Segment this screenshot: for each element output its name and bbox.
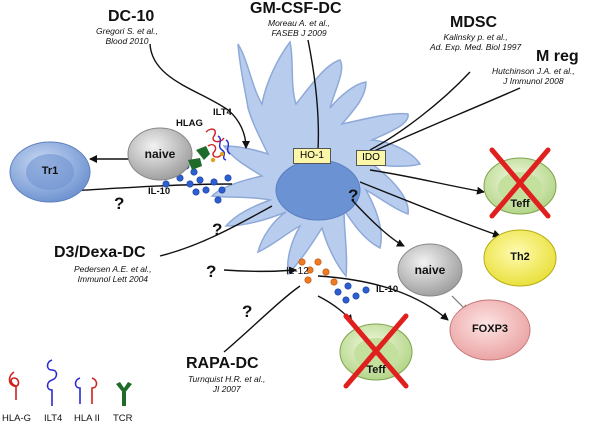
legend-hlag-label: HLA-G <box>2 413 31 424</box>
legend-ilt4-icon <box>48 360 57 406</box>
teff-bottom-label: Teff <box>356 364 396 376</box>
gmcsf-cite: Moreau A. et al.,FASEB J 2009 <box>268 18 330 38</box>
rapa-cite-line1: Turnquist H.R. et al., <box>188 374 265 384</box>
legend-hla2-label: HLA II <box>74 413 100 424</box>
naive-right-label: naive <box>406 263 454 277</box>
d3dexa-cite: Pedersen A.E. et al.,Immunol Lett 2004 <box>74 264 152 284</box>
mdsc-title: MDSC <box>450 14 497 32</box>
tr1-label: Tr1 <box>30 165 70 177</box>
il10-left-label: IL-10 <box>148 186 170 197</box>
il12-label: IL-12 <box>286 266 309 277</box>
th2-label: Th2 <box>500 251 540 263</box>
il10-right-label: IL-10 <box>376 284 398 295</box>
question-mark-5: ? <box>242 302 252 322</box>
naive-left-label: naive <box>136 147 184 161</box>
question-mark-4: ? <box>206 262 216 282</box>
arrow-rapa <box>224 286 300 352</box>
arrow-mdsc <box>370 72 470 150</box>
mreg-cite: Hutchinson J.A. et al.,J Immunol 2008 <box>492 66 575 86</box>
d3dexa-cite-line1: Pedersen A.E. et al., <box>74 264 152 274</box>
dc10-cite-line1: Gregori S. et al., <box>96 26 158 36</box>
question-mark-2: ? <box>212 220 222 240</box>
legend-ilt4-label: ILT4 <box>44 413 62 424</box>
d3dexa-cite-line2: Immunol Lett 2004 <box>78 274 148 284</box>
mdsc-cite-line1: Kalinsky p. et al., <box>443 32 507 42</box>
rapa-cite-line2: JI 2007 <box>213 384 241 394</box>
synapse-receptors <box>188 129 230 170</box>
mreg-title: M reg <box>536 48 579 66</box>
gmcsf-cite-line2: FASEB J 2009 <box>271 28 326 38</box>
gmcsf-cite-line1: Moreau A. et al., <box>268 18 330 28</box>
dc10-cite-line2: Blood 2010 <box>105 36 148 46</box>
question-mark-1: ? <box>114 194 124 214</box>
gmcsf-title: GM-CSF-DC <box>250 0 342 18</box>
dc10-cite: Gregori S. et al.,Blood 2010 <box>96 26 158 46</box>
mreg-cite-line1: Hutchinson J.A. et al., <box>492 66 575 76</box>
legend-tcr-label: TCR <box>113 413 133 424</box>
legend-hla2-icon <box>76 378 97 404</box>
hlag-label: HLAG <box>176 118 203 129</box>
rapa-title: RAPA-DC <box>186 355 259 373</box>
mdsc-cite-line2: Ad. Exp. Med. Biol 1997 <box>430 42 521 52</box>
foxp3-label: FOXP3 <box>460 323 520 335</box>
rapa-cite: Turnquist H.R. et al.,JI 2007 <box>188 374 265 394</box>
teff-top-label: Teff <box>500 198 540 210</box>
dc10-title: DC-10 <box>108 8 154 26</box>
question-mark-3: ? <box>348 186 358 206</box>
legend-tcr-icon <box>116 382 132 406</box>
legend-hlag-icon <box>10 372 19 400</box>
d3dexa-title: D3/Dexa-DC <box>54 244 146 262</box>
il10-dots-right <box>335 283 369 303</box>
ilt4-label: ILT4 <box>213 107 232 118</box>
ho1-box: HO-1 <box>293 148 331 164</box>
ido-box: IDO <box>356 150 386 166</box>
mdsc-cite: Kalinsky p. et al.,Ad. Exp. Med. Biol 19… <box>430 32 521 52</box>
mreg-cite-line2: J Immunol 2008 <box>503 76 563 86</box>
